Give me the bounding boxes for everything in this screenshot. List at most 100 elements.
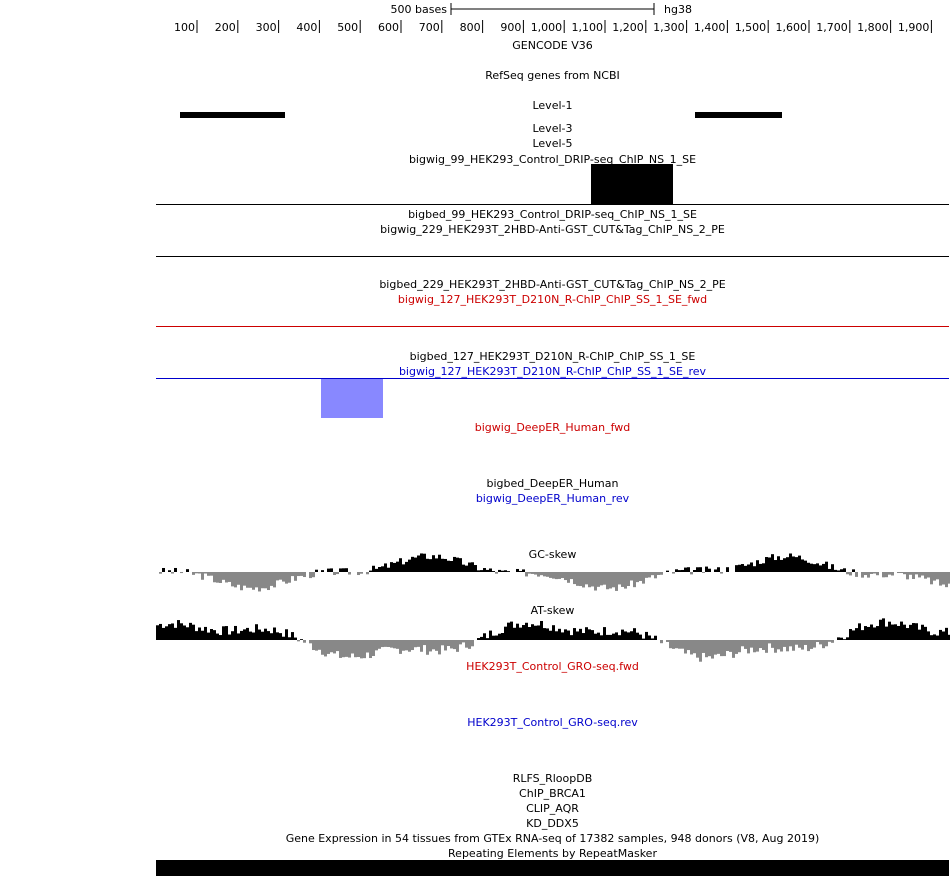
at-skew-bar <box>591 630 594 640</box>
at-skew-bar <box>234 625 237 640</box>
gc-skew-bar <box>705 566 708 572</box>
ruler-tick-label: 100 <box>174 21 195 34</box>
at-skew-bar <box>687 640 690 651</box>
at-skew-bar <box>165 626 168 640</box>
at-skew-bar <box>732 640 735 658</box>
ruler-tick-label: 1,200 <box>612 21 644 34</box>
at-skew-bar <box>351 640 354 654</box>
track-label-kd-ddx5[interactable]: KD_DDX5 <box>526 817 579 830</box>
gc-skew-bar <box>249 572 252 588</box>
at-skew-bar <box>624 631 627 640</box>
at-skew-bar <box>231 631 234 640</box>
at-skew-bar <box>462 640 465 643</box>
at-skew-bar <box>414 640 417 648</box>
track-label-bigbed-99[interactable]: bigbed_99_HEK293_Control_DRIP-seq_ChIP_N… <box>408 208 697 221</box>
track-label-gc-skew[interactable]: GC-skew <box>528 548 577 561</box>
track-label-level1[interactable]: Level-1 <box>532 99 573 112</box>
gc-skew-bar <box>930 572 933 585</box>
at-skew-bar <box>810 640 813 649</box>
gc-skew-bar <box>528 572 531 574</box>
gc-skew-bar <box>867 572 870 578</box>
track-label-gro-rev[interactable]: HEK293T_Control_GRO-seq.rev <box>467 716 638 729</box>
at-skew-bar <box>429 640 432 652</box>
track-label-deeper-bed[interactable]: bigbed_DeepER_Human <box>486 477 619 490</box>
gc-skew-bar <box>531 572 534 574</box>
ruler-tick-label: 1,700 <box>816 21 848 34</box>
gc-skew-bar <box>492 571 495 572</box>
gc-skew-bar <box>759 563 762 572</box>
at-skew-bar <box>216 633 219 640</box>
track-label-bigwig-127-fwd[interactable]: bigwig_127_HEK293T_D210N_R-ChIP_ChIP_SS_… <box>397 293 708 306</box>
track-label-bigbed-127[interactable]: bigbed_127_HEK293T_D210N_R-ChIP_ChIP_SS_… <box>409 350 696 363</box>
gc-skew-bar <box>699 567 702 572</box>
at-skew-bar <box>759 640 762 649</box>
track-label-gtex[interactable]: Gene Expression in 54 tissues from GTEx … <box>285 832 820 845</box>
at-skew-bar <box>408 640 411 652</box>
at-skew-bar <box>432 640 435 650</box>
gc-skew-bar <box>843 568 846 572</box>
gc-skew-bar <box>555 572 558 580</box>
gc-skew-bar <box>225 572 228 583</box>
gc-skew-bar <box>888 572 891 575</box>
gc-skew-bar <box>366 572 369 575</box>
track-label-gro-fwd[interactable]: HEK293T_Control_GRO-seq.fwd <box>466 660 639 673</box>
gc-skew-bar <box>495 572 498 574</box>
track-label-bigwig-99[interactable]: bigwig_99_HEK293_Control_DRIP-seq_ChIP_N… <box>408 153 697 166</box>
gc-skew-bar <box>543 572 546 577</box>
track-label-rlfs[interactable]: RLFS_RloopDB <box>512 772 593 785</box>
scale-bar-label: 500 bases <box>391 3 448 16</box>
track-label-bigwig-127-rev[interactable]: bigwig_127_HEK293T_D210N_R-ChIP_ChIP_SS_… <box>398 365 707 378</box>
track-label-level5[interactable]: Level-5 <box>532 137 573 150</box>
at-skew-bar <box>531 624 534 640</box>
at-skew-track[interactable] <box>156 610 950 662</box>
track-label-bigbed-229[interactable]: bigbed_229_HEK293T_2HBD-Anti-GST_CUT&Tag… <box>379 278 726 291</box>
gc-skew-bar <box>771 554 774 572</box>
at-skew-bar <box>750 640 753 648</box>
gc-skew-bar <box>861 572 864 578</box>
gc-skew-bar <box>546 572 549 577</box>
at-skew-bar <box>723 640 726 657</box>
at-skew-bar <box>789 640 792 647</box>
track-label-chip-brca1[interactable]: ChIP_BRCA1 <box>519 787 586 800</box>
gc-skew-bar <box>159 572 162 574</box>
track-label-at-skew[interactable]: AT-skew <box>530 604 575 617</box>
level1-feature-right[interactable] <box>695 112 782 118</box>
at-skew-bar <box>399 640 402 654</box>
ruler-tick-label: 600 <box>378 21 399 34</box>
ruler-tick-label: 300 <box>256 21 277 34</box>
gc-skew-bar <box>810 563 813 572</box>
at-skew-bar <box>846 637 849 640</box>
track-label-bigwig-229[interactable]: bigwig_229_HEK293T_2HBD-Anti-GST_CUT&Tag… <box>380 223 725 236</box>
at-skew-bar <box>240 630 243 640</box>
gc-skew-bar <box>270 572 273 586</box>
gc-skew-bar <box>603 572 606 585</box>
gc-skew-bar <box>840 569 843 572</box>
track-label-deeper-fwd[interactable]: bigwig_DeepER_Human_fwd <box>474 421 631 434</box>
at-skew-bar <box>189 622 192 640</box>
at-skew-bar <box>702 640 705 653</box>
at-skew-bar <box>168 624 171 640</box>
ruler-tick-label: 1,000 <box>531 21 563 34</box>
at-skew-bar <box>456 640 459 652</box>
r-chip-rev-signal-peak[interactable] <box>321 379 383 418</box>
track-label-deeper-rev[interactable]: bigwig_DeepER_Human_rev <box>475 492 630 505</box>
track-label-repeatmasker[interactable]: Repeating Elements by RepeatMasker <box>448 847 657 860</box>
gc-skew-bar <box>378 567 381 572</box>
track-label-clip-aqr[interactable]: CLIP_AQR <box>526 802 579 815</box>
gc-skew-bar <box>789 553 792 572</box>
level1-feature-left[interactable] <box>180 112 285 118</box>
gc-skew-track[interactable] <box>156 552 950 592</box>
at-skew-bar <box>651 638 654 640</box>
track-label-refseq[interactable]: RefSeq genes from NCBI <box>485 69 620 82</box>
at-skew-bar <box>645 631 648 640</box>
repeatmasker-feature-bar[interactable] <box>156 860 949 876</box>
gc-skew-bar <box>573 572 576 585</box>
track-label-level3[interactable]: Level-3 <box>532 122 573 135</box>
track-label-gencode[interactable]: GENCODE V36 <box>512 39 593 52</box>
drip-seq-signal-peak[interactable] <box>591 164 673 204</box>
at-skew-bar <box>774 640 777 653</box>
gc-skew-bar <box>660 572 663 575</box>
gc-skew-bar <box>846 572 849 575</box>
